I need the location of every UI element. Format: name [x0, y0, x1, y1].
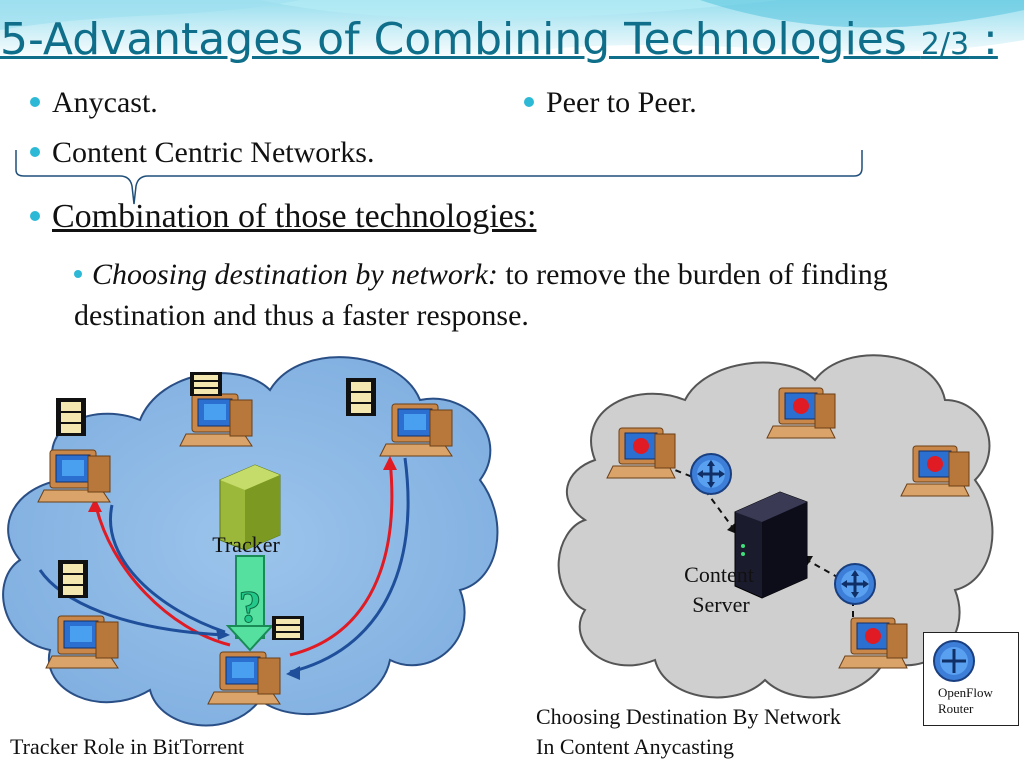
router-legend: OpenFlow Router — [923, 632, 1019, 726]
peer-computer-icon — [37, 449, 111, 503]
film-file-icon — [272, 616, 304, 640]
left-diagram-caption: Tracker Role in BitTorrent — [10, 734, 245, 759]
header-wave-decoration — [0, 0, 1024, 60]
right-caption-line2: In Content Anycasting — [536, 734, 734, 759]
openflow-router-icon — [689, 452, 733, 496]
grouping-brace — [15, 150, 863, 205]
tracker-label: Tracker — [212, 532, 280, 557]
bullet-dot — [74, 270, 82, 279]
page-title: 5-Advantages of Combining Technologies 2… — [0, 14, 998, 65]
bittorrent-diagram: Tracker ? — [2, 356, 499, 727]
bullet-dot — [524, 97, 534, 108]
film-file-icon — [346, 378, 376, 416]
tracker-query-arrow: ? — [225, 555, 275, 652]
bullet-content-centric: Content Centric Networks. — [30, 136, 374, 170]
openflow-router-icon — [933, 640, 975, 682]
question-mark: ? — [239, 581, 262, 632]
bullet-combination: Combination of those technologies: — [30, 198, 536, 236]
bullet-dot — [30, 147, 40, 158]
right-caption-line1: Choosing Destination By Network — [536, 704, 841, 729]
legend-label: OpenFlow Router — [938, 685, 993, 716]
content-server-label-line1: Content — [684, 562, 754, 587]
bullet-peer-to-peer: Peer to Peer. — [524, 86, 697, 120]
tracker-server-icon — [219, 464, 281, 551]
content-server-icon — [734, 491, 808, 599]
content-server-label-line2: Server — [692, 592, 750, 617]
bullet-dot — [30, 211, 40, 222]
film-file-icon — [190, 372, 222, 396]
anycasting-diagram: Content Server — [557, 354, 994, 699]
film-file-icon — [58, 560, 88, 598]
openflow-router-icon — [833, 562, 877, 606]
bullet-dot — [30, 97, 40, 108]
film-file-icon — [56, 398, 86, 436]
sub-bullet-text: Choosing destination by network: to remo… — [74, 258, 888, 332]
bullet-anycast: Anycast. — [30, 86, 158, 120]
